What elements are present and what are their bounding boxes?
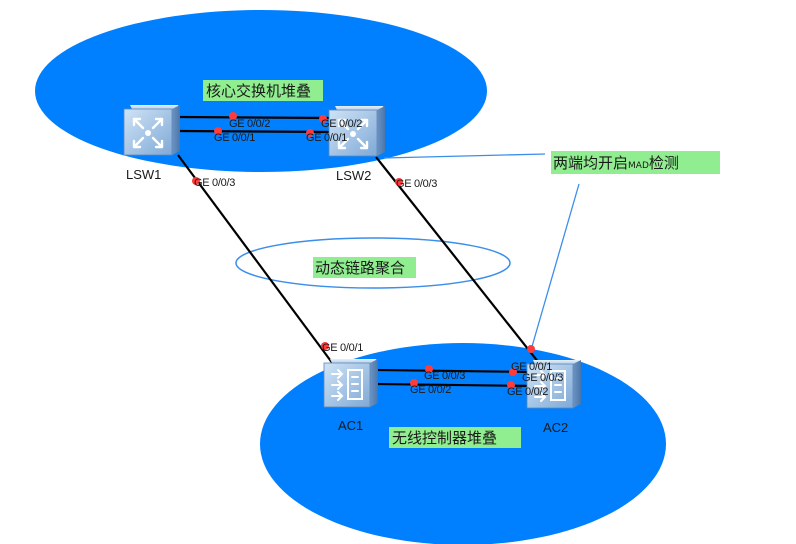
device-ac2[interactable] — [526, 360, 581, 409]
device-ac1[interactable] — [323, 359, 378, 408]
port-dot — [214, 127, 222, 135]
mad-label: 两端均开启MAD检测 — [553, 154, 679, 172]
port-dot — [509, 368, 517, 376]
port-label: GE 0/0/3 — [522, 372, 563, 384]
device-label-lsw1: LSW1 — [126, 167, 161, 182]
port-label: GE 0/0/2 — [321, 118, 362, 130]
core-stack-note: 核心交换机堆叠 — [203, 80, 323, 101]
mad-label-prefix: 两端均开启 — [553, 154, 628, 172]
port-dot — [527, 345, 535, 353]
access-controller-icon — [534, 370, 566, 402]
link-lsw2-ac2[interactable] — [375, 156, 540, 364]
port-label: GE 0/0/1 — [511, 361, 552, 373]
mad-pointer-line-ac2 — [530, 183, 580, 351]
port-dot — [425, 365, 433, 373]
mad-label-mid: MAD — [628, 161, 649, 171]
port-label: GE 0/0/1 — [214, 132, 255, 144]
access-controller-icon — [331, 369, 363, 401]
port-label: GE 0/0/3 — [424, 370, 465, 382]
core-stack-label: 核心交换机堆叠 — [206, 82, 311, 100]
device-lsw2[interactable] — [328, 106, 385, 157]
port-dot — [321, 342, 329, 350]
port-dot — [229, 112, 237, 120]
link-lsw1-ac1[interactable] — [177, 154, 337, 369]
core-switch-icon — [337, 118, 369, 150]
mad-note: 两端均开启MAD检测 — [551, 151, 720, 174]
link-lsw1-lsw2-ge002[interactable] — [177, 115, 334, 120]
device-label-ac1: AC1 — [338, 418, 363, 433]
port-label: GE 0/0/3 — [396, 178, 437, 190]
lag-outline — [235, 237, 511, 289]
port-label: GE 0/0/2 — [507, 386, 548, 398]
ac-stack-note: 无线控制器堆叠 — [389, 427, 521, 448]
port-dot — [507, 381, 515, 389]
core-switch-icon — [132, 117, 164, 149]
port-dot — [395, 178, 403, 186]
lag-label: 动态链路聚合 — [315, 259, 405, 277]
port-label: GE 0/0/1 — [322, 342, 363, 354]
port-label: GE 0/0/2 — [410, 384, 451, 396]
port-dot — [306, 129, 314, 137]
port-dot — [410, 379, 418, 387]
port-dot — [319, 115, 327, 123]
port-label: GE 0/0/3 — [194, 177, 235, 189]
lag-note: 动态链路聚合 — [313, 257, 416, 278]
device-lsw1[interactable] — [123, 105, 180, 156]
device-label-lsw2: LSW2 — [336, 168, 371, 183]
port-label: GE 0/0/2 — [229, 118, 270, 130]
port-label: GE 0/0/1 — [306, 132, 347, 144]
mad-pointer-line-lsw2 — [383, 153, 546, 159]
ac-stack-label: 无线控制器堆叠 — [392, 429, 497, 447]
device-label-ac2: AC2 — [543, 420, 568, 435]
mad-label-suffix: 检测 — [649, 154, 679, 172]
port-dots — [192, 112, 535, 389]
port-dot — [192, 177, 200, 185]
